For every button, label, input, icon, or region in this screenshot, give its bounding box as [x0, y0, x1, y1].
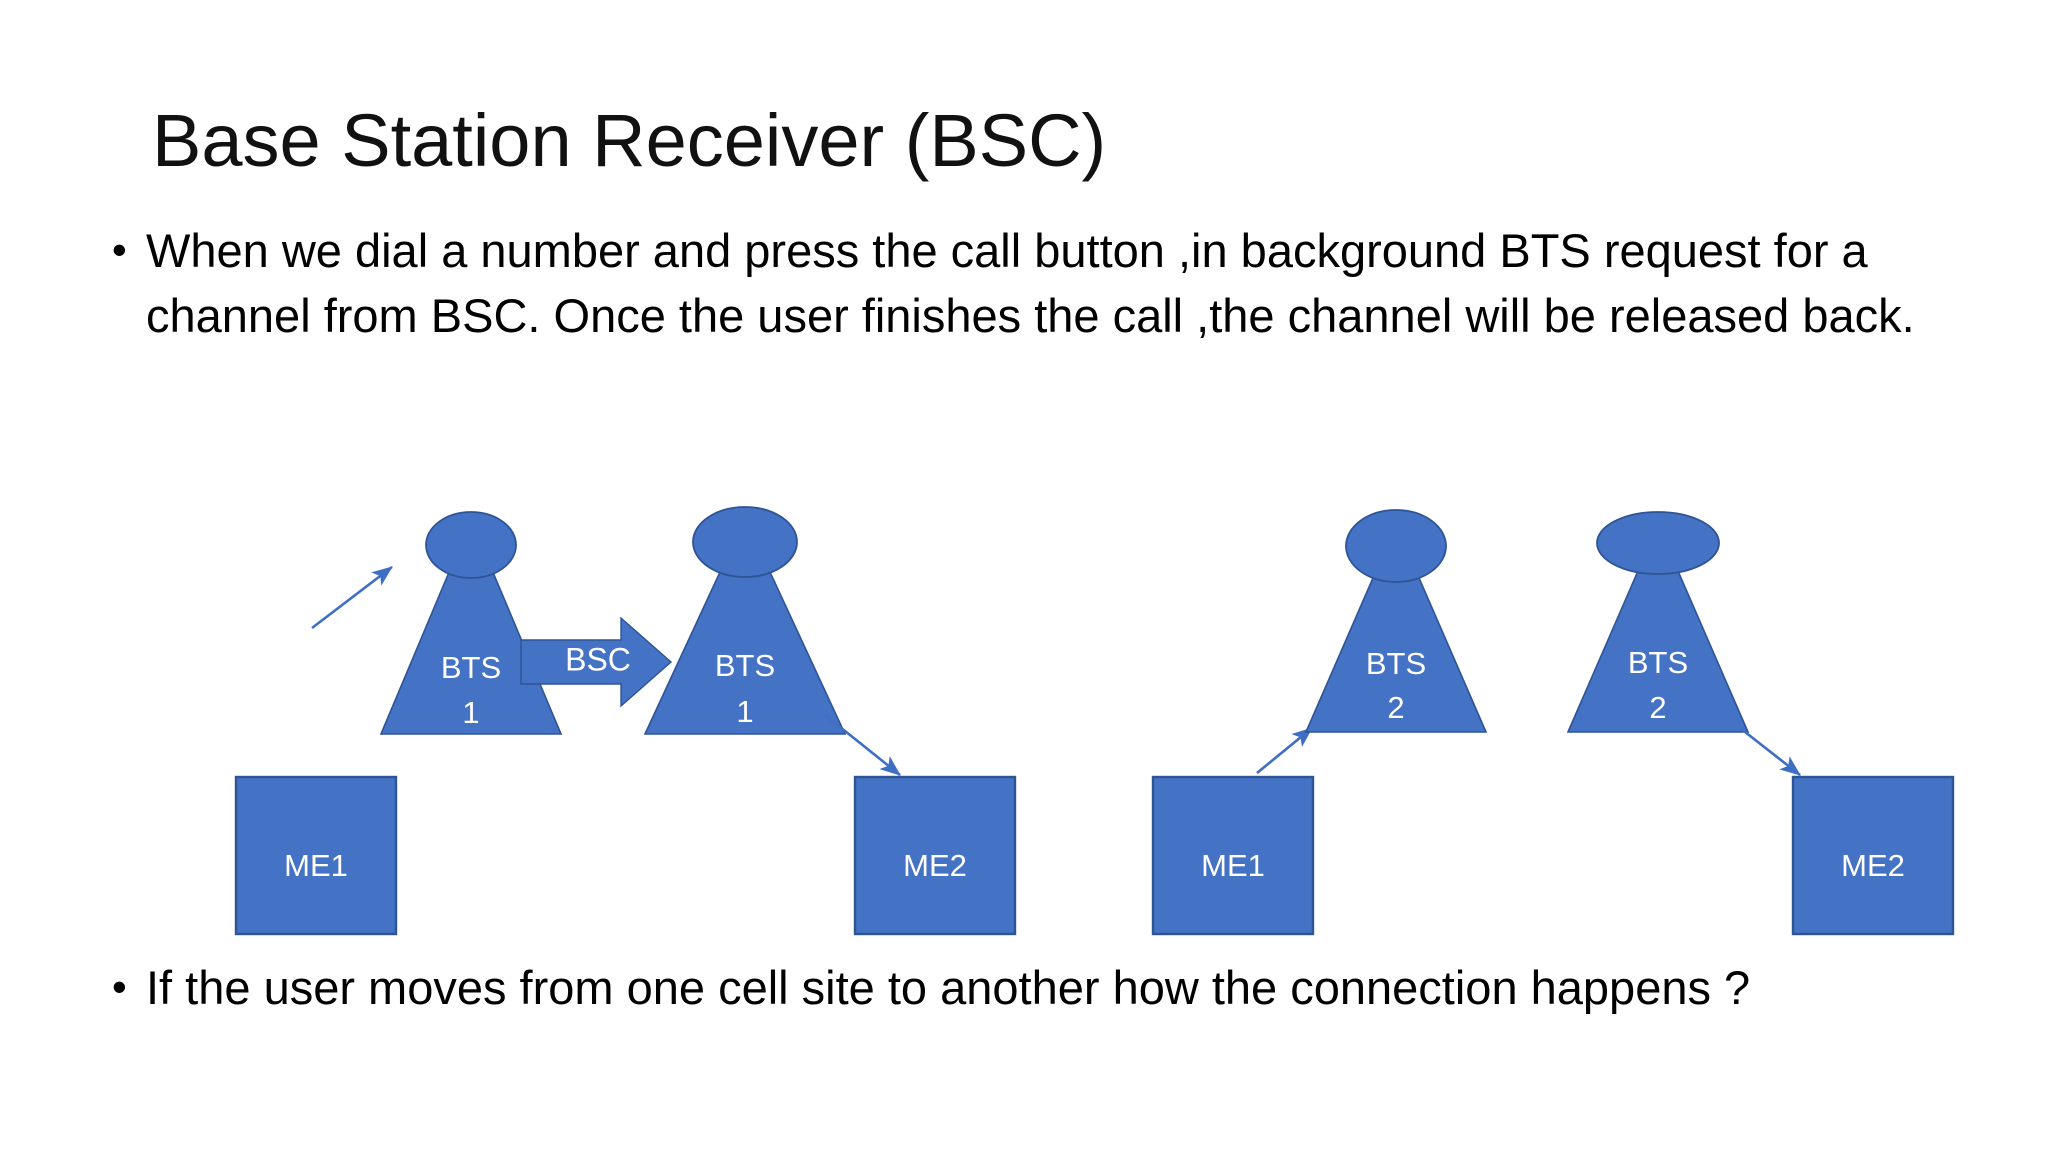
network-diagram: BTS 1 BSC BTS 1 ME1 [0, 470, 2048, 950]
bts-label-line2: 1 [462, 695, 479, 730]
bts-label-line1: BTS [715, 648, 775, 683]
bts-triangle [379, 517, 563, 735]
device-box [853, 775, 1017, 936]
bullet-text-top: When we dial a number and press the call… [146, 224, 1915, 342]
bts-label-line2: 2 [1387, 690, 1404, 725]
bts-triangle [1566, 522, 1750, 733]
bts-antenna-ellipse [692, 506, 798, 578]
bts-label-line1: BTS [1366, 646, 1426, 681]
bullet-text-bottom: If the user moves from one cell site to … [146, 961, 1751, 1014]
connector-me1-to-bts1 [311, 565, 393, 630]
bts-antenna-ellipse [1596, 511, 1720, 575]
bts-label-line2: 2 [1649, 690, 1666, 725]
device-box [234, 775, 398, 936]
bts-label-line1: BTS [1628, 645, 1688, 680]
bullet-marker-icon: • [112, 226, 127, 273]
bts-antenna-ellipse [1345, 509, 1447, 583]
bullet-paragraph-bottom: • If the user moves from one cell site t… [112, 955, 2048, 1020]
bsc-link-arrow: BSC [520, 616, 673, 708]
bsc-label: BSC [565, 641, 631, 677]
bts-tower-1-left: BTS 1 [379, 511, 563, 735]
bts-tower-2-left: BTS 2 [1304, 509, 1488, 733]
block-arrow-shape [520, 616, 673, 708]
connector-bts2-to-me2r [1739, 726, 1801, 777]
bts-antenna-ellipse [425, 511, 517, 579]
bullet-paragraph-top: • When we dial a number and press the ca… [112, 218, 2042, 348]
bullet-marker-icon: • [112, 963, 127, 1010]
device-label: ME2 [903, 848, 967, 883]
bts-label-line2: 1 [736, 694, 753, 729]
bts-tower-2-right: BTS 2 [1566, 511, 1750, 733]
device-label: ME1 [1201, 848, 1265, 883]
device-me2-left: ME2 [853, 775, 1017, 936]
device-me1-left: ME1 [234, 775, 398, 936]
bts-tower-1-right: BTS 1 [643, 506, 847, 735]
device-label: ME2 [1841, 848, 1905, 883]
device-label: ME1 [284, 848, 348, 883]
device-box [1791, 775, 1955, 936]
device-me1-right: ME1 [1151, 775, 1315, 936]
connector-me1r-to-bts2 [1256, 726, 1313, 775]
connector-bts1-to-me2 [824, 713, 901, 777]
bts-label-line1: BTS [441, 650, 501, 685]
bts-triangle [1304, 522, 1488, 733]
device-box [1151, 775, 1315, 936]
bts-triangle [643, 516, 847, 735]
device-me2-right: ME2 [1791, 775, 1955, 936]
page-title: Base Station Receiver (BSC) [152, 99, 1107, 182]
